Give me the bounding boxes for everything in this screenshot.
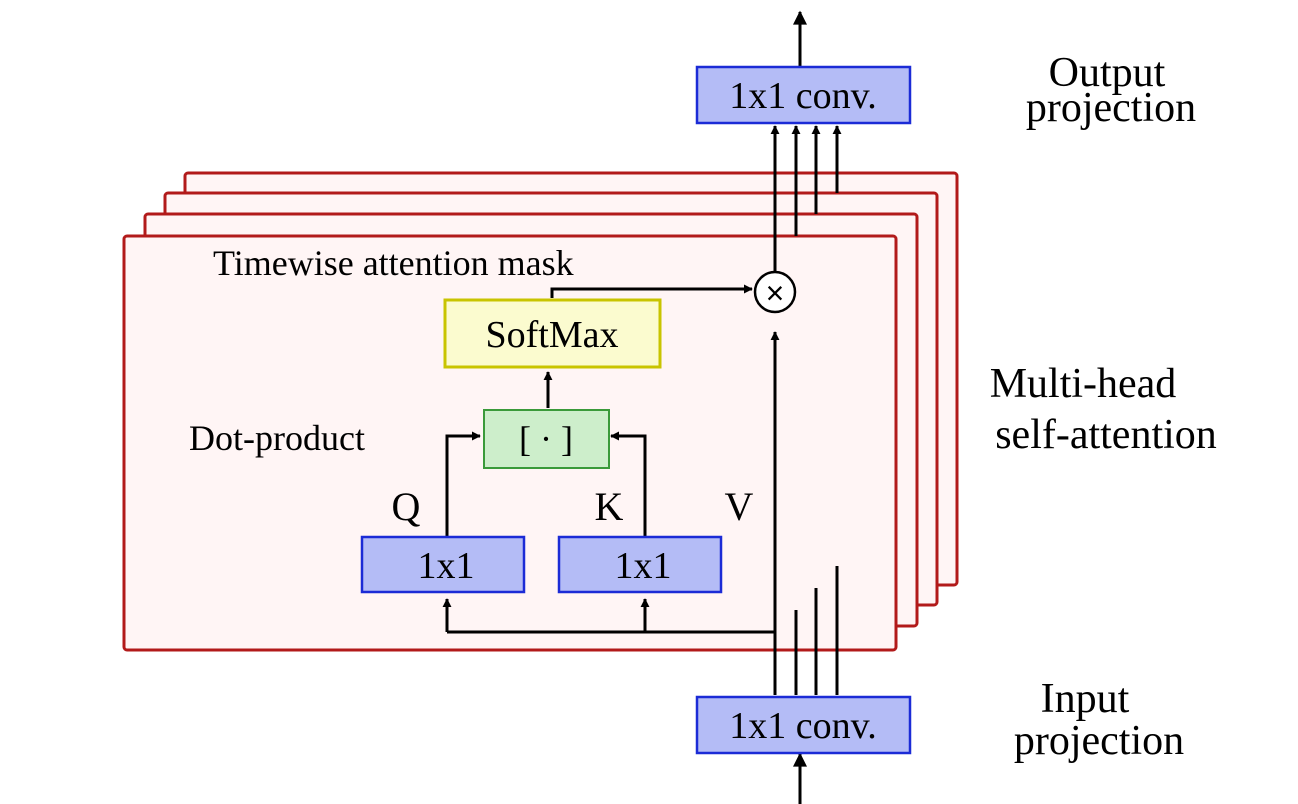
q-conv-box: 1x1 xyxy=(360,535,526,594)
front-head-flow xyxy=(442,284,780,634)
timewise-mask-label: Timewise attention mask xyxy=(213,243,574,283)
softmax-box: SoftMax xyxy=(443,298,662,369)
output-conv-label: 1x1 conv. xyxy=(729,75,876,117)
v-label: V xyxy=(725,484,754,529)
k-conv-box: 1x1 xyxy=(557,535,723,594)
output-projection-label-1: Output xyxy=(1049,50,1166,96)
input-conv-box: 1x1 conv. xyxy=(695,695,912,755)
dot-product-label: Dot-product xyxy=(189,418,365,458)
dot-product-box: [ · ] xyxy=(483,409,610,469)
input-projection-label-2: projection xyxy=(1014,718,1184,764)
k-label: K xyxy=(595,484,624,529)
head-connections xyxy=(770,125,842,695)
q-conv-label: 1x1 xyxy=(418,545,475,587)
multiply-operator: × xyxy=(753,270,797,314)
softmax-label: SoftMax xyxy=(486,314,619,356)
multihead-label-1: Multi-head xyxy=(990,361,1177,407)
multiply-symbol: × xyxy=(766,275,785,311)
output-projection-label-2: projection xyxy=(1026,85,1196,131)
input-conv-label: 1x1 conv. xyxy=(729,705,876,747)
q-label: Q xyxy=(392,484,421,529)
output-conv-box: 1x1 conv. xyxy=(695,65,912,125)
input-projection-label-1: Input xyxy=(1041,676,1130,722)
multihead-label-2: self-attention xyxy=(995,412,1217,458)
dot-bracket-label: [ · ] xyxy=(519,419,573,459)
k-conv-label: 1x1 xyxy=(615,545,672,587)
